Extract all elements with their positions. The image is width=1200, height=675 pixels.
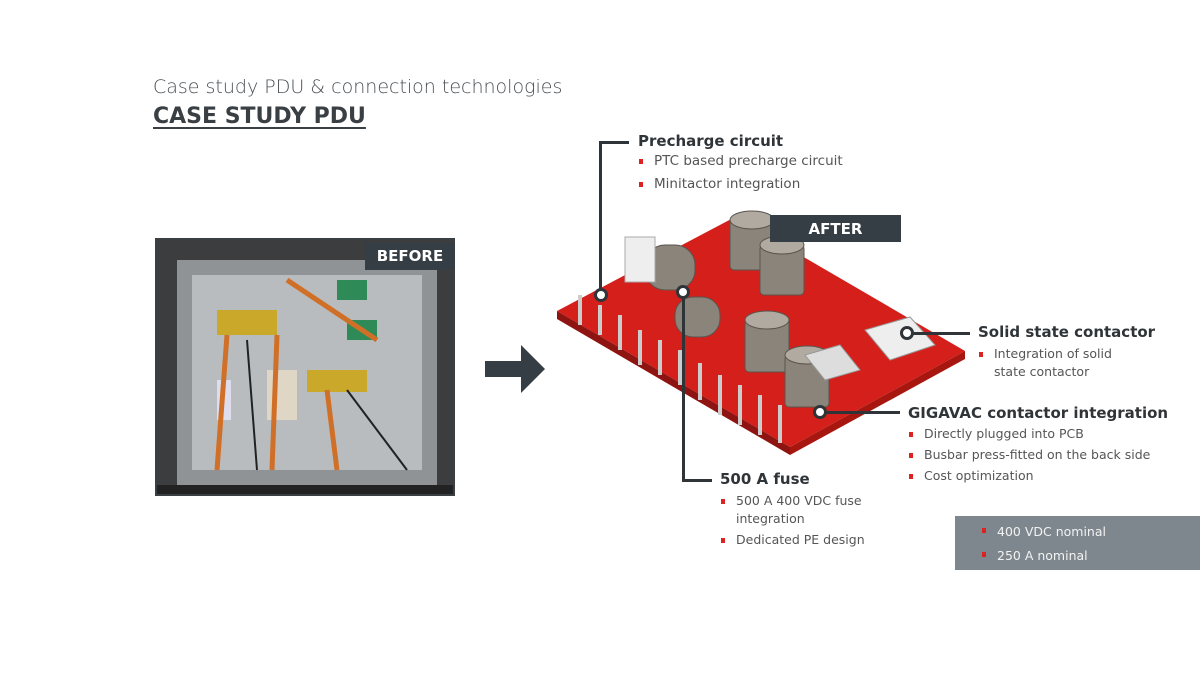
- slide-title: CASE STUDY PDU: [153, 104, 366, 129]
- fuse-leader-line: [682, 292, 685, 482]
- spec-box: 400 VDC nominal 250 A nominal: [955, 516, 1200, 570]
- solid-state-marker: [900, 326, 914, 340]
- callout-title: GIGAVAC contactor integration: [908, 404, 1169, 422]
- precharge-marker: [594, 288, 608, 302]
- pdu-box-photo: [157, 240, 453, 494]
- precharge-leader-line-h: [599, 141, 629, 144]
- bullet: Integration of solid state contactor: [978, 345, 1128, 381]
- bullet: PTC based precharge circuit: [638, 150, 843, 173]
- after-label: AFTER: [770, 215, 901, 242]
- arrow-right-icon: [485, 345, 545, 393]
- bullet: Busbar press-fitted on the back side: [908, 446, 1168, 464]
- spec-item: 250 A nominal: [981, 545, 1200, 566]
- gigavac-marker: [813, 405, 827, 419]
- before-label: BEFORE: [365, 242, 455, 270]
- callout-gigavac: GIGAVAC contactor integration Directly p…: [908, 404, 1168, 488]
- solid-state-leader-line: [910, 332, 970, 335]
- callout-solid-state: Solid state contactor Integration of sol…: [978, 323, 1155, 384]
- callout-precharge: Precharge circuit PTC based precharge ci…: [638, 132, 843, 196]
- bullet: Cost optimization: [908, 467, 1168, 485]
- callout-title: Precharge circuit: [638, 132, 784, 150]
- slide-subtitle: Case study PDU & connection technologies: [153, 76, 563, 98]
- callout-title: 500 A fuse: [720, 470, 810, 488]
- bullet: Dedicated PE design: [720, 531, 870, 549]
- spec-item: 400 VDC nominal: [981, 521, 1200, 542]
- before-photo: [155, 238, 455, 496]
- bullet: 500 A 400 VDC fuse integration: [720, 492, 870, 528]
- fuse-leader-line-h: [682, 479, 712, 482]
- callout-fuse: 500 A fuse 500 A 400 VDC fuse integratio…: [720, 470, 870, 552]
- fuse-marker: [676, 285, 690, 299]
- callout-title: Solid state contactor: [978, 323, 1156, 341]
- precharge-leader-line: [599, 141, 602, 289]
- bullet: Minitactor integration: [638, 173, 843, 196]
- bullet: Directly plugged into PCB: [908, 425, 1168, 443]
- after-pcb-render: [557, 210, 965, 455]
- gigavac-leader-line: [822, 411, 900, 414]
